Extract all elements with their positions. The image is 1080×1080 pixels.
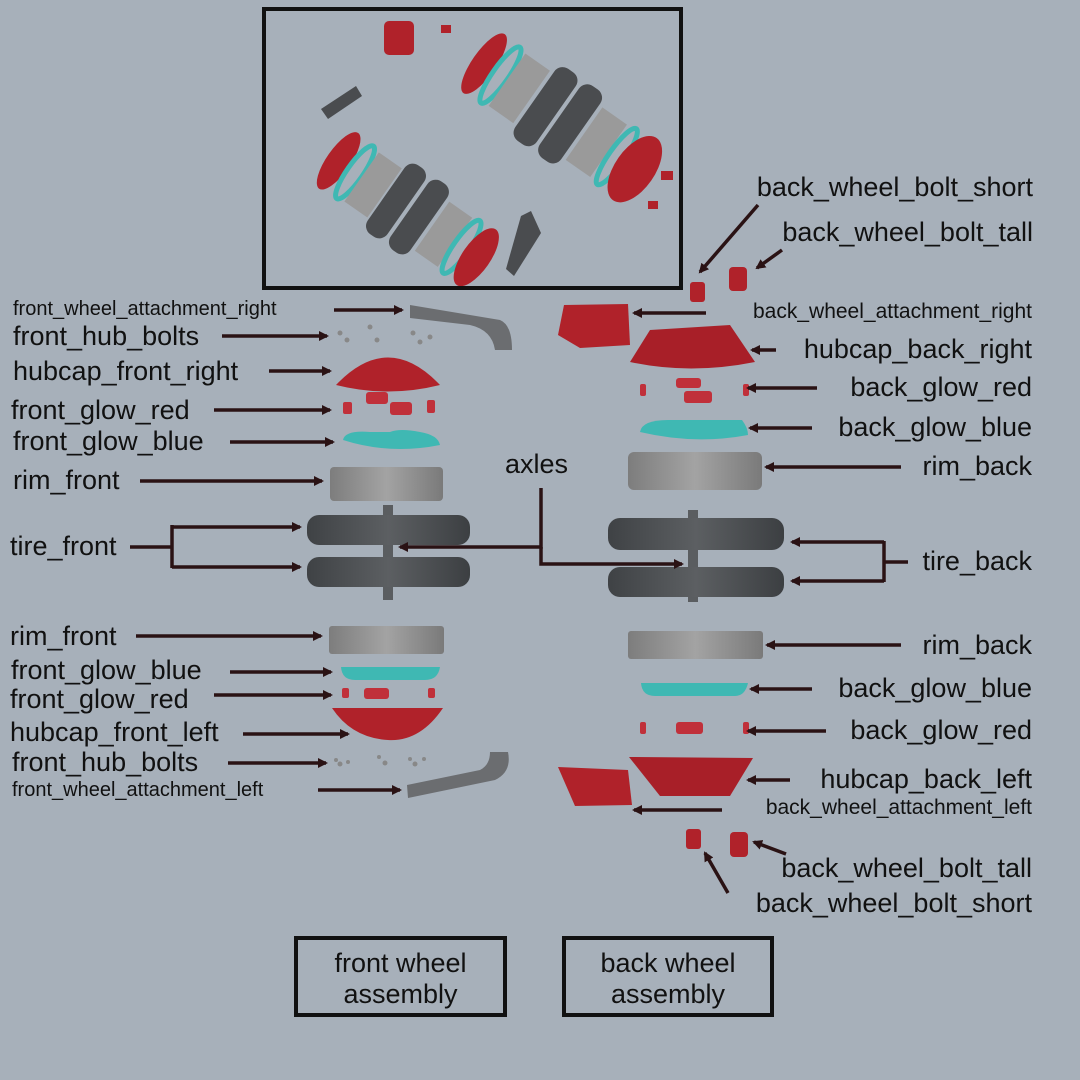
front-wheel-attachment-left: [407, 752, 509, 798]
label-hubcap-back-right: hubcap_back_right: [803, 334, 1032, 364]
rim-back-top: [628, 452, 762, 490]
back-wheel-bolt-tall-top: [729, 267, 747, 291]
back-wheel-attachment-right: [558, 304, 630, 348]
front-wheel-parts: [307, 305, 512, 798]
label-front-wheel-attachment-right: front_wheel_attachment_right: [13, 298, 277, 320]
back-wheel-parts: [558, 267, 784, 857]
front-hub-bolts-top: [337, 324, 433, 345]
label-front-wheel-attachment-left: front_wheel_attachment_left: [12, 779, 264, 801]
label-tire-back: tire_back: [922, 546, 1032, 576]
label-back-wheel-bolt-short-bottom: back_wheel_bolt_short: [755, 888, 1032, 918]
hubcap-front-left: [332, 708, 443, 741]
front-wheel-attachment-right: [410, 305, 512, 350]
label-hubcap-front-left: hubcap_front_left: [10, 717, 219, 747]
axle-back: [688, 510, 698, 602]
label-front-glow-red-bottom: front_glow_red: [10, 684, 189, 714]
back-glow-blue-bottom: [641, 683, 748, 696]
tire-front-lower: [307, 557, 470, 587]
back-caption-text: back wheel assembly: [600, 948, 736, 1009]
label-tire-front: tire_front: [10, 531, 117, 561]
front-hub-bolts-bottom: [334, 755, 426, 767]
rim-front-bottom: [329, 626, 444, 654]
label-rim-front-bottom: rim_front: [10, 621, 117, 651]
rim-back-bottom: [628, 631, 763, 659]
label-rim-front-top: rim_front: [13, 465, 120, 495]
label-back-glow-blue-bottom: back_glow_blue: [838, 673, 1032, 703]
back-arrows: [632, 203, 908, 894]
label-axles: axles: [505, 449, 569, 479]
label-back-wheel-attachment-left: back_wheel_attachment_left: [765, 796, 1032, 819]
label-front-glow-blue-bottom: front_glow_blue: [11, 655, 202, 685]
back-wheel-bolt-tall-bottom: [730, 832, 748, 857]
label-hubcap-front-right: hubcap_front_right: [13, 356, 239, 386]
back-assembly-preview: [461, 33, 663, 203]
hubcap-back-left: [629, 757, 753, 796]
back-wheel-assembly-caption: back wheel assembly: [562, 936, 774, 1017]
label-back-glow-red-top: back_glow_red: [850, 372, 1032, 402]
label-back-wheel-bolt-tall-top: back_wheel_bolt_tall: [782, 217, 1033, 247]
back-glow-blue-top: [640, 420, 748, 440]
label-back-wheel-attachment-right: back_wheel_attachment_right: [752, 300, 1032, 323]
back-wheel-bolt-short-bottom: [686, 829, 701, 849]
back-wheel-bolt-short-top: [690, 282, 705, 302]
label-front-hub-bolts-top: front_hub_bolts: [13, 321, 200, 351]
tire-front-upper: [307, 515, 470, 545]
label-front-glow-blue-top: front_glow_blue: [13, 426, 204, 456]
front-glow-red-bottom: [342, 688, 435, 699]
label-rim-back-bottom: rim_back: [922, 630, 1032, 660]
label-back-wheel-bolt-tall-bottom: back_wheel_bolt_tall: [781, 853, 1032, 883]
front-assembly-preview: [316, 132, 499, 286]
hubcap-front-right: [336, 357, 440, 392]
label-back-glow-red-bottom: back_glow_red: [850, 715, 1032, 745]
label-front-glow-red-top: front_glow_red: [11, 395, 190, 425]
back-glow-red-top: [640, 378, 749, 403]
assembly-preview-render: [262, 7, 683, 290]
back-glow-red-bottom: [640, 722, 749, 734]
front-glow-blue-top: [343, 430, 440, 449]
front-arrows: [130, 305, 404, 795]
axles-arrows: [398, 488, 684, 569]
label-front-hub-bolts-bottom: front_hub_bolts: [12, 747, 199, 777]
front-glow-blue-bottom: [341, 667, 440, 680]
tire-back-lower: [608, 567, 784, 597]
axle-front: [383, 505, 393, 600]
rim-front-top: [330, 467, 443, 501]
hubcap-back-right: [630, 325, 755, 369]
label-rim-back-top: rim_back: [922, 451, 1032, 481]
tire-back-upper: [608, 518, 784, 550]
label-hubcap-back-left: hubcap_back_left: [820, 764, 1032, 794]
front-caption-text: front wheel assembly: [334, 948, 467, 1009]
back-wheel-attachment-left: [558, 767, 632, 806]
front-wheel-assembly-caption: front wheel assembly: [294, 936, 507, 1017]
label-back-glow-blue-top: back_glow_blue: [838, 412, 1032, 442]
front-glow-red-top: [343, 392, 435, 415]
label-back-wheel-bolt-short-top: back_wheel_bolt_short: [756, 172, 1033, 202]
